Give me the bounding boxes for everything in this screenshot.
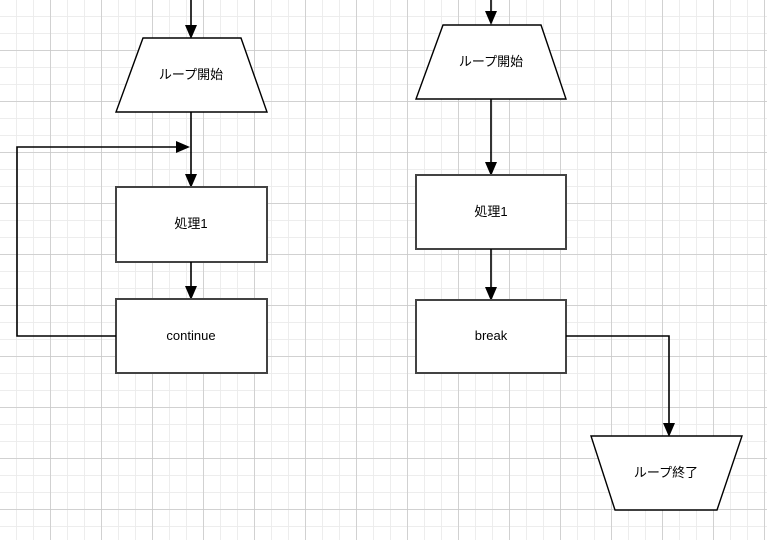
node-right-break[interactable]: [415, 299, 567, 374]
node-left-process-1[interactable]: [115, 186, 268, 263]
edge-left-process1-to-continue: [185, 262, 197, 300]
node-left-loop-start[interactable]: [114, 37, 268, 113]
node-right-loop-start[interactable]: [414, 24, 567, 100]
node-right-loop-end[interactable]: [590, 435, 743, 511]
edge-right-loop-start-to-process1: [485, 99, 497, 176]
edge-left-loop-start-to-process1: [185, 112, 197, 188]
node-right-process-1[interactable]: [415, 174, 567, 250]
node-left-continue[interactable]: [115, 298, 268, 374]
edge-entry-to-left-loop-start: [185, 0, 197, 39]
edge-continue-loop-back: [16, 141, 190, 337]
edge-break-to-loop-end: [566, 335, 675, 437]
edge-right-process1-to-break: [485, 249, 497, 301]
edge-entry-to-right-loop-start: [485, 0, 497, 25]
